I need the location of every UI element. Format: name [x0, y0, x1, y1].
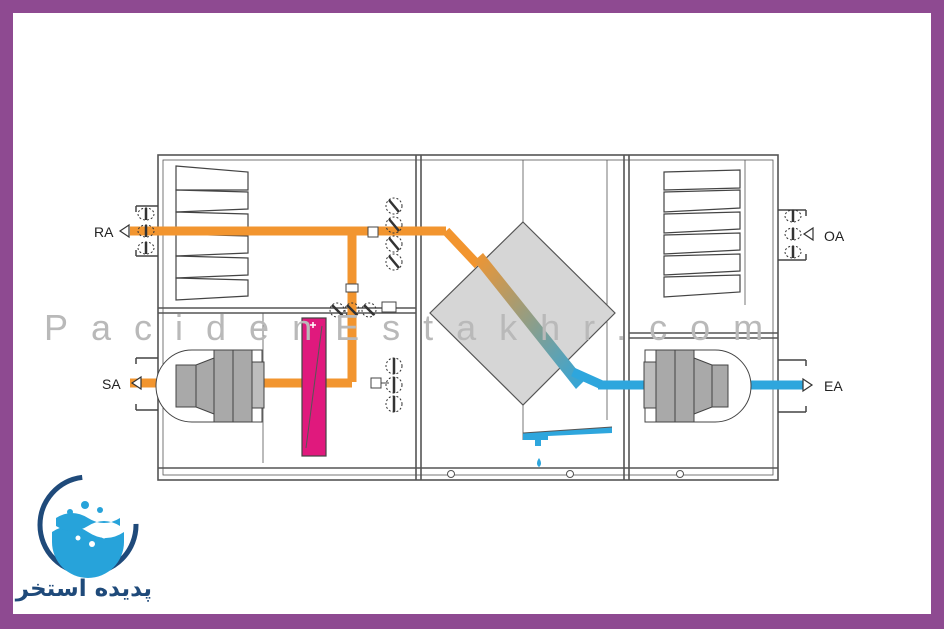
air-flow-transition — [474, 253, 585, 389]
damper-outdoor — [784, 209, 802, 259]
flow-arrows — [118, 223, 814, 393]
condensate-tray — [522, 426, 613, 467]
damper-bypass-upper — [385, 197, 403, 271]
label-return-air: RA — [94, 224, 114, 240]
supply-fan — [155, 349, 265, 423]
heating-coil — [301, 317, 327, 457]
drain-holes — [447, 470, 684, 478]
damper-return — [137, 207, 155, 255]
damper-actuators — [345, 226, 397, 389]
label-outdoor-air: OA — [824, 228, 845, 244]
filter-return — [175, 165, 249, 301]
label-exhaust-air: EA — [824, 378, 843, 394]
logo-text: پدیده استخر — [15, 576, 152, 602]
watermark: PacidenEstakhr.com — [44, 307, 786, 348]
label-supply-air: SA — [102, 376, 121, 392]
filter-outdoor — [663, 169, 741, 298]
unit-casing — [157, 154, 779, 481]
exhaust-fan — [643, 349, 752, 423]
damper-bypass-lower — [385, 357, 403, 413]
damper-mixing — [329, 302, 377, 318]
water-splash-logo — [37, 474, 139, 578]
